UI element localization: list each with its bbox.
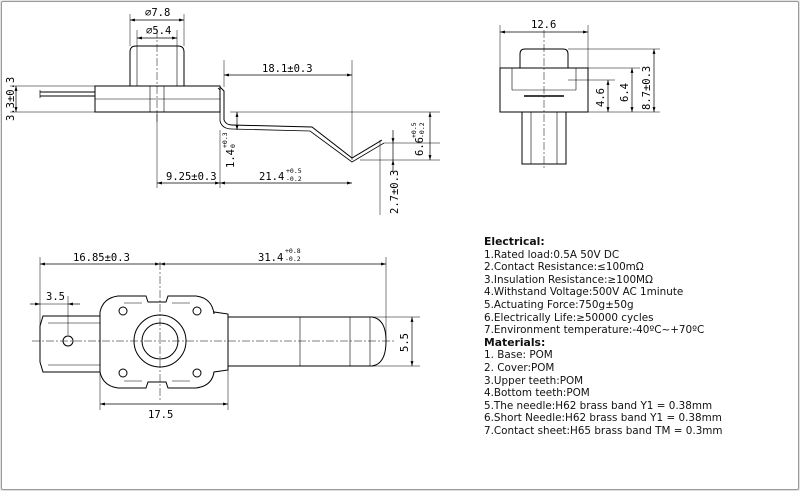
svg-text:+0.5: +0.5 [410, 122, 418, 138]
material-spec-1: 1. Base: POM [484, 349, 553, 362]
front-view-dimensions: ∅7.8 ∅5.4 18.1±0.3 3.3±0.3 9.25±0.3 21.4… [5, 7, 426, 214]
dim-bend-height: 1.4 +0.3 0 [221, 132, 237, 168]
svg-text:31.4: 31.4 [258, 252, 283, 264]
plan-view-dimensions: 16.85±0.3 31.4 +0.8 -0.2 3.5 5.5 17.5 [46, 247, 411, 421]
dim-plan-3-5: 3.5 [46, 291, 65, 303]
svg-text:1.4: 1.4 [225, 149, 237, 168]
contact-lever [219, 86, 383, 159]
svg-text:0: 0 [229, 144, 237, 148]
electrical-spec-1: 1.Rated load:0.5A 50V DC [484, 248, 620, 261]
electrical-spec-2: 2.Contact Resistance:≤100mΩ [484, 261, 644, 274]
mount-hole-tr [192, 306, 202, 316]
mount-hole-tl [118, 306, 128, 316]
dim-lever-21-4: 21.4 +0.5 -0.2 [259, 167, 302, 183]
electrical-spec-4: 4.Withstand Voltage:500V AC 1minute [484, 286, 684, 299]
materials-heading: Materials: [484, 335, 546, 349]
svg-text:21.4: 21.4 [259, 171, 284, 183]
svg-text:-0.2: -0.2 [285, 255, 301, 263]
dim-cap-inner: ∅5.4 [146, 25, 171, 37]
dim-plan-31-4: 31.4 +0.8 -0.2 [258, 247, 301, 264]
front-view [10, 14, 440, 215]
electrical-heading: Electrical: [484, 235, 545, 248]
dim-plan-16-85: 16.85±0.3 [73, 252, 130, 264]
dim-body-height: 3.3±0.3 [5, 77, 17, 121]
specifications-panel: Electrical: 1.Rated load:0.5A 50V DC 2.C… [484, 235, 784, 438]
dim-side-4-6: 4.6 [595, 88, 607, 107]
svg-text:+0.8: +0.8 [285, 247, 301, 255]
side-view-dimensions: 12.6 4.6 6.4 8.7±0.3 [531, 19, 653, 110]
left-pin [40, 91, 95, 97]
electrical-spec-6: 6.Electrically Life:≥50000 cycles [484, 311, 654, 324]
mount-hole-br [192, 368, 202, 378]
svg-text:-0.2: -0.2 [286, 175, 302, 183]
side-view [499, 25, 660, 170]
dim-offset-9-25: 9.25±0.3 [166, 171, 217, 183]
electrical-spec-5: 5.Actuating Force:750g±50g [484, 298, 634, 311]
dim-plan-5-5: 5.5 [399, 333, 411, 352]
svg-text:+0.3: +0.3 [221, 132, 229, 148]
electrical-spec-7: 7.Environment temperature:-40ºC~+70ºC [484, 324, 705, 337]
plan-view [30, 257, 420, 410]
right-lever [228, 316, 387, 367]
dim-height-6-6: 6.6 +0.5 -0.2 [410, 122, 426, 156]
dim-cap-outer: ∅7.8 [145, 7, 170, 19]
svg-text:6.6: 6.6 [414, 137, 426, 156]
dim-side-width: 12.6 [531, 19, 556, 31]
material-spec-7: 7.Contact sheet:H65 brass band TM = 0.3m… [484, 424, 723, 437]
material-spec-3: 3.Upper teeth:POM [484, 374, 584, 387]
dim-plan-17-5: 17.5 [148, 409, 173, 421]
dim-lever-length: 18.1±0.3 [262, 63, 313, 75]
dim-side-8-7: 8.7±0.3 [641, 66, 653, 110]
material-spec-5: 5.The needle:H62 brass band Y1 = 0.38mm [484, 399, 713, 412]
svg-text:+0.5: +0.5 [286, 167, 302, 175]
left-terminal [39, 315, 101, 373]
material-spec-2: 2. Cover:POM [484, 361, 555, 374]
electrical-spec-3: 3.Insulation Resistance:≥100MΩ [484, 273, 653, 286]
material-spec-6: 6.Short Needle:H62 brass band Y1 = 0.38m… [484, 412, 722, 425]
dim-side-6-4: 6.4 [619, 83, 631, 102]
material-spec-4: 4.Bottom teeth:POM [484, 387, 590, 400]
dim-tip-2-7: 2.7±0.3 [389, 170, 401, 214]
svg-text:-0.2: -0.2 [418, 122, 426, 138]
mount-hole-bl [118, 368, 128, 378]
base-plate [99, 295, 229, 389]
